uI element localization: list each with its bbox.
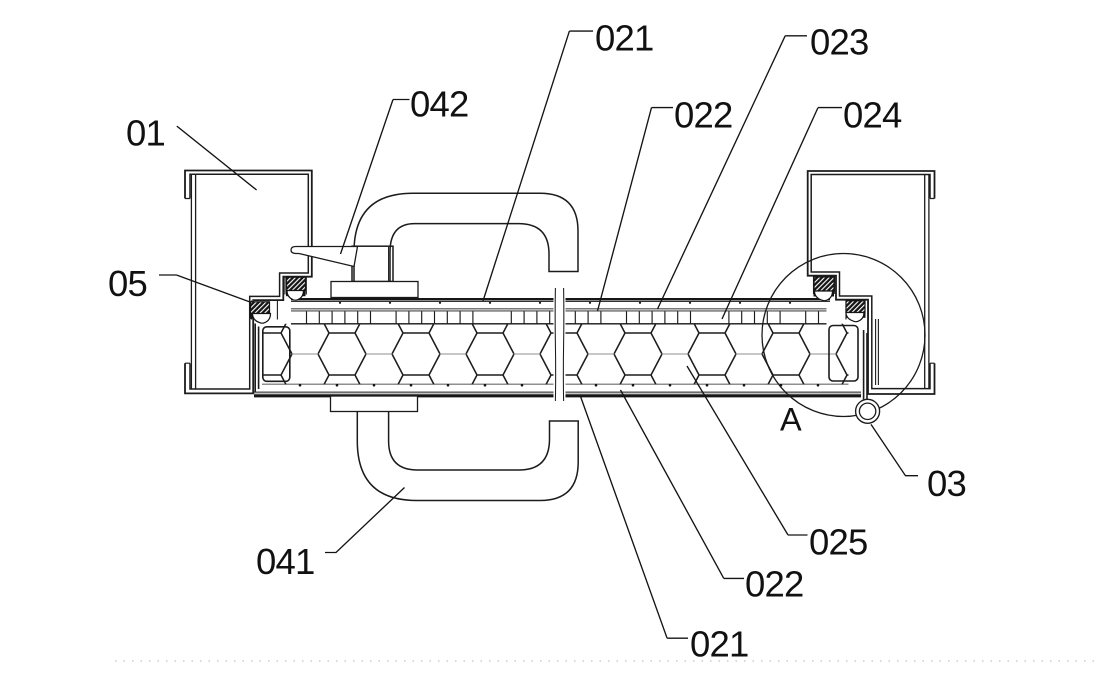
svg-text:024: 024 bbox=[843, 95, 902, 136]
svg-text:023: 023 bbox=[810, 22, 869, 63]
svg-text:022: 022 bbox=[745, 564, 804, 605]
svg-text:021: 021 bbox=[690, 624, 749, 665]
svg-text:021: 021 bbox=[595, 18, 654, 59]
svg-text:041: 041 bbox=[256, 541, 315, 582]
svg-text:022: 022 bbox=[674, 95, 733, 136]
svg-text:01: 01 bbox=[126, 113, 165, 154]
svg-text:05: 05 bbox=[108, 263, 147, 304]
svg-text:025: 025 bbox=[809, 522, 868, 563]
svg-text:042: 042 bbox=[410, 84, 469, 125]
svg-text:03: 03 bbox=[927, 463, 966, 504]
svg-text:A: A bbox=[780, 402, 802, 438]
